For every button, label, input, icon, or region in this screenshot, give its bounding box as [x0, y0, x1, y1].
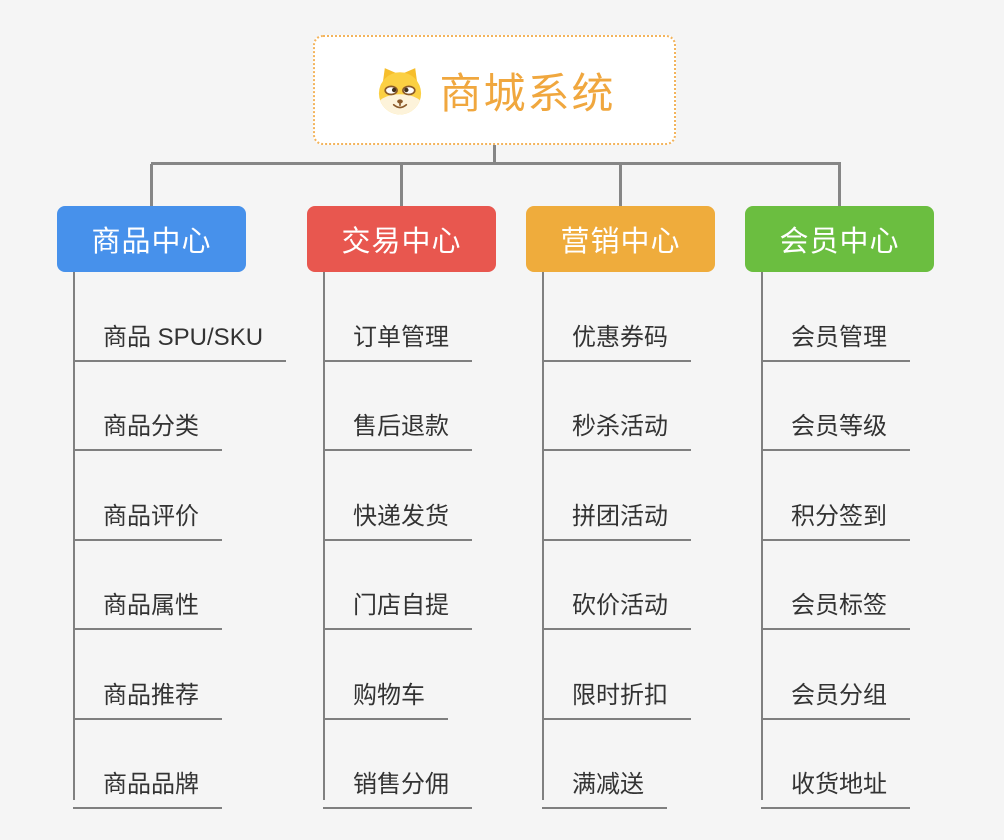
branch-marketing-center: 营销中心 优惠券码 秒杀活动 拼团活动 砍价活动 限时折扣 满减送 — [526, 206, 715, 809]
branch-node-product-center[interactable]: 商品中心 — [57, 206, 246, 272]
connector-drop-3 — [619, 164, 622, 207]
branch-children: 优惠券码 秒杀活动 拼团活动 砍价活动 限时折扣 满减送 — [542, 272, 715, 809]
child-topic[interactable]: 限时折扣 — [542, 630, 691, 720]
child-topic[interactable]: 会员分组 — [761, 630, 910, 720]
branch-node-member-center[interactable]: 会员中心 — [745, 206, 934, 272]
connector-root-trunk — [493, 140, 496, 164]
child-topic[interactable]: 秒杀活动 — [542, 362, 691, 451]
child-topic[interactable]: 商品属性 — [73, 541, 222, 630]
root-node[interactable]: 商城系统 — [313, 35, 676, 145]
child-topic[interactable]: 售后退款 — [323, 362, 472, 451]
child-topic[interactable]: 积分签到 — [761, 451, 910, 541]
connector-drop-4 — [838, 164, 841, 207]
connector-branch-trunk — [761, 272, 763, 800]
child-topic[interactable]: 收货地址 — [761, 720, 910, 809]
child-topic[interactable]: 砍价活动 — [542, 541, 691, 630]
connector-drop-2 — [400, 164, 403, 207]
child-topic[interactable]: 购物车 — [323, 630, 448, 720]
branch-children: 商品 SPU/SKU 商品分类 商品评价 商品属性 商品推荐 商品品牌 — [73, 272, 287, 809]
branch-node-marketing-center[interactable]: 营销中心 — [526, 206, 715, 272]
child-topic[interactable]: 商品分类 — [73, 362, 222, 451]
branch-children: 订单管理 售后退款 快递发货 门店自提 购物车 销售分佣 — [323, 272, 496, 809]
dog-face-icon — [379, 68, 422, 115]
root-label: 商城系统 — [439, 69, 616, 117]
child-topic[interactable]: 销售分佣 — [323, 720, 472, 809]
child-topic[interactable]: 订单管理 — [323, 272, 472, 362]
child-topic[interactable]: 商品品牌 — [73, 720, 222, 809]
branch-children: 会员管理 会员等级 积分签到 会员标签 会员分组 收货地址 — [761, 272, 934, 809]
connector-branch-trunk — [542, 272, 544, 800]
child-topic[interactable]: 商品评价 — [73, 451, 222, 541]
connector-branch-trunk — [323, 272, 325, 800]
connector-branch-trunk — [73, 272, 75, 800]
child-topic[interactable]: 优惠券码 — [542, 272, 691, 362]
child-topic[interactable]: 商品推荐 — [73, 630, 222, 720]
child-topic[interactable]: 拼团活动 — [542, 451, 691, 541]
child-topic[interactable]: 会员等级 — [761, 362, 910, 451]
branch-node-trade-center[interactable]: 交易中心 — [307, 206, 496, 272]
branch-member-center: 会员中心 会员管理 会员等级 积分签到 会员标签 会员分组 收货地址 — [745, 206, 934, 809]
branch-product-center: 商品中心 商品 SPU/SKU 商品分类 商品评价 商品属性 商品推荐 商品品牌 — [57, 206, 287, 809]
branch-trade-center: 交易中心 订单管理 售后退款 快递发货 门店自提 购物车 销售分佣 — [307, 206, 496, 809]
connector-horizontal-bar — [151, 162, 841, 165]
connector-drop-1 — [150, 164, 153, 207]
child-topic[interactable]: 会员管理 — [761, 272, 910, 362]
child-topic[interactable]: 快递发货 — [323, 451, 472, 541]
child-topic[interactable]: 会员标签 — [761, 541, 910, 630]
child-topic[interactable]: 满减送 — [542, 720, 667, 809]
child-topic[interactable]: 门店自提 — [323, 541, 472, 630]
child-topic[interactable]: 商品 SPU/SKU — [73, 272, 287, 362]
